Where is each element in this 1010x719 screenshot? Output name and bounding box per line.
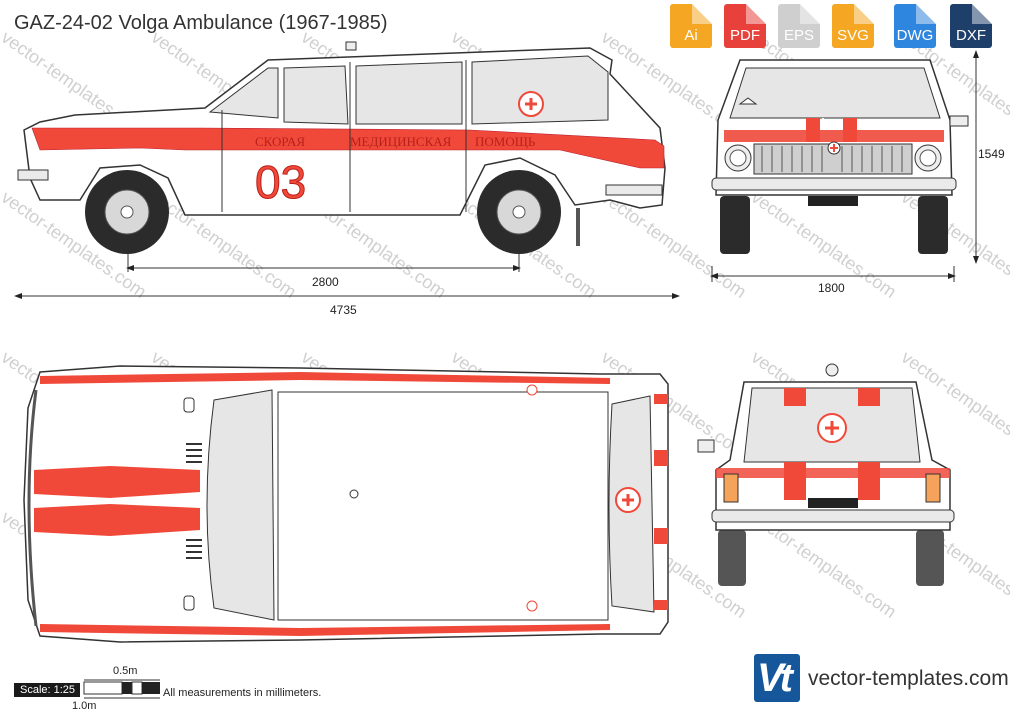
brand-logo[interactable]: Vt — [754, 654, 800, 702]
format-pdf-icon[interactable]: PDF — [724, 4, 766, 48]
format-label: Ai — [684, 27, 698, 44]
side-label-line3: ПОМОЩЬ — [475, 134, 536, 149]
side-label-line1: СКОРАЯ — [255, 134, 305, 149]
side-rear-bumper — [605, 184, 663, 196]
top-roof — [277, 391, 609, 621]
wheelbase-dimension: 2800 — [126, 254, 521, 289]
width-label: 1800 — [818, 281, 845, 295]
format-label: DXF — [956, 27, 986, 44]
side-front-bumper — [17, 169, 49, 181]
length-dimension: 4735 — [14, 293, 680, 317]
rear-bumper — [711, 509, 955, 523]
front-view — [711, 59, 969, 254]
format-label: PDF — [730, 27, 760, 44]
top-windshield — [206, 389, 275, 621]
front-windshield — [729, 67, 941, 119]
side-window-front — [208, 67, 279, 119]
page-title: GAZ-24-02 Volga Ambulance (1967-1985) — [14, 12, 388, 34]
rear-tail-light-left — [723, 473, 739, 503]
side-label-line2: МЕДИЦИНСКАЯ — [350, 134, 452, 149]
site-link[interactable]: vector-templates.com — [808, 667, 1009, 690]
format-dxf-icon[interactable]: DXF — [950, 4, 992, 48]
side-view: СКОРАЯ МЕДИЦИНСКАЯ ПОМОЩЬ 03 — [17, 41, 666, 254]
top-view — [23, 365, 669, 643]
side-window-rear — [355, 61, 463, 125]
height-dimension: 1549 — [973, 50, 1005, 264]
format-label: EPS — [783, 27, 814, 44]
scale-one-meter: 1.0m — [72, 700, 97, 712]
scale-label: Scale: 1:25 — [14, 683, 80, 697]
format-dwg-icon[interactable]: DWG — [894, 4, 936, 48]
side-window-cargo — [471, 55, 609, 125]
rear-tail-light-right — [925, 473, 941, 503]
scale-bar — [83, 679, 160, 699]
format-svg-icon[interactable]: SVG — [832, 4, 874, 48]
wheelbase-label: 2800 — [312, 275, 339, 289]
side-window-door — [283, 65, 349, 125]
front-plate — [808, 196, 858, 206]
length-label: 4735 — [330, 303, 357, 317]
format-label: SVG — [837, 27, 869, 44]
side-number: 03 — [255, 156, 306, 208]
format-ai-icon[interactable]: Ai — [670, 4, 712, 48]
width-dimension: 1800 — [710, 266, 956, 295]
front-bumper — [711, 177, 957, 191]
rear-view — [697, 363, 955, 586]
rear-plate — [808, 498, 858, 508]
format-label: DWG — [896, 27, 934, 44]
scale-half-meter: 0.5m — [113, 665, 138, 677]
logo-text: Vt — [757, 656, 793, 700]
side-mudflap — [576, 208, 580, 246]
measurement-note: All measurements in millimeters. — [163, 687, 322, 699]
side-red-stripe — [31, 127, 665, 169]
format-eps-icon[interactable]: EPS — [778, 4, 820, 48]
top-stripe-upper — [34, 466, 200, 498]
height-label: 1549 — [978, 147, 1005, 161]
side-roof-beacon — [345, 41, 357, 51]
top-stripe-lower — [34, 504, 200, 536]
